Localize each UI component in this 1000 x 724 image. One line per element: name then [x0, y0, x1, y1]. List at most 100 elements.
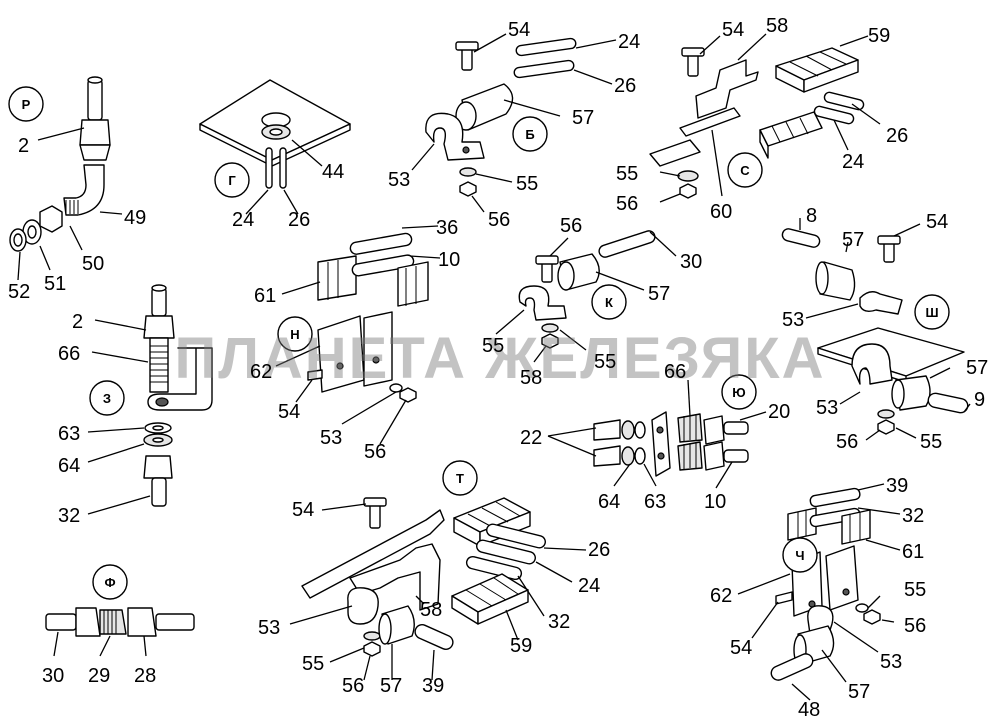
callout: 29: [88, 665, 110, 687]
callout: 66: [58, 343, 80, 365]
callout: 54: [926, 211, 948, 233]
callout: 32: [58, 505, 80, 527]
callout: 54: [278, 401, 300, 423]
callout: 26: [288, 209, 310, 231]
callout: 36: [436, 217, 458, 239]
callout: 57: [572, 107, 594, 129]
group-label-t: Т: [456, 471, 464, 486]
callout: 55: [516, 173, 538, 195]
group-label-n: Н: [290, 327, 299, 342]
callout: 55: [594, 351, 616, 373]
group-label-k: К: [605, 295, 613, 310]
callout: 24: [578, 575, 600, 597]
callout: 10: [438, 249, 460, 271]
group-label-b: Б: [525, 127, 534, 142]
callout: 53: [880, 651, 902, 673]
callout: 57: [842, 229, 864, 251]
callout: 32: [902, 505, 924, 527]
callout: 48: [798, 699, 820, 721]
callout: 63: [644, 491, 666, 513]
callout: 24: [842, 151, 864, 173]
group-label-yu: Ю: [732, 385, 745, 400]
group-k: [495, 230, 677, 363]
group-label-z: З: [103, 391, 111, 406]
callout: 54: [508, 19, 530, 41]
callouts: 2 49 50 51 52 2 66 63 64 32 30 29 28 44 …: [8, 15, 988, 721]
group-f: [45, 607, 195, 657]
callout: 26: [588, 539, 610, 561]
callout: 55: [482, 335, 504, 357]
callout: 61: [254, 285, 276, 307]
callout: 55: [920, 431, 942, 453]
callout: 39: [422, 675, 444, 697]
group-g: [199, 79, 351, 215]
callout: 50: [82, 253, 104, 275]
callout: 20: [768, 401, 790, 423]
callout: 30: [680, 251, 702, 273]
callout: 56: [616, 193, 638, 215]
group-z: [87, 284, 213, 515]
callout: 52: [8, 281, 30, 303]
group-yu: [547, 379, 767, 489]
callout: 2: [72, 311, 83, 333]
callout: 10: [704, 491, 726, 513]
callout: 57: [648, 283, 670, 305]
callout: 55: [616, 163, 638, 185]
callout: 2: [18, 135, 29, 157]
callout: 55: [302, 653, 324, 675]
callout: 58: [520, 367, 542, 389]
callout: 8: [806, 205, 817, 227]
group-t: [289, 497, 587, 681]
callout: 56: [560, 215, 582, 237]
callout: 59: [510, 635, 532, 657]
callout: 32: [548, 611, 570, 633]
callout: 62: [710, 585, 732, 607]
group-s: [649, 33, 881, 203]
group-label-s: С: [740, 163, 750, 178]
group-label-g: Г: [228, 173, 236, 188]
group-sh: [781, 218, 971, 441]
callout: 54: [292, 499, 314, 521]
group-r: [9, 76, 123, 281]
callout: 57: [380, 675, 402, 697]
callout: 61: [902, 541, 924, 563]
watermark: ПЛАНЕТА ЖЕЛЕЗЯКА: [175, 326, 826, 391]
callout: 28: [134, 665, 156, 687]
callout: 63: [58, 423, 80, 445]
callout: 57: [966, 357, 988, 379]
callout: 59: [868, 25, 890, 47]
group-b: [411, 33, 617, 213]
callout: 62: [250, 361, 272, 383]
callout: 60: [710, 201, 732, 223]
callout: 57: [848, 681, 870, 703]
callout: 56: [836, 431, 858, 453]
callout: 24: [232, 209, 254, 231]
group-ch: [737, 483, 901, 701]
callout: 66: [664, 361, 686, 383]
callout: 53: [816, 397, 838, 419]
callout: 56: [904, 615, 926, 637]
group-label-f: Ф: [104, 575, 115, 590]
callout: 53: [782, 309, 804, 331]
callout: 39: [886, 475, 908, 497]
group-label-ch: Ч: [795, 548, 804, 563]
callout: 54: [730, 637, 752, 659]
callout: 26: [886, 125, 908, 147]
callout: 44: [322, 161, 344, 183]
callout: 53: [320, 427, 342, 449]
callout: 58: [766, 15, 788, 37]
callout: 51: [44, 273, 66, 295]
callout: 53: [388, 169, 410, 191]
callout: 64: [598, 491, 620, 513]
callout: 24: [618, 31, 640, 53]
group-n: [275, 225, 441, 445]
callout: 56: [488, 209, 510, 231]
callout: 49: [124, 207, 146, 229]
group-label-r: Р: [22, 97, 31, 112]
callout: 26: [614, 75, 636, 97]
callout: 64: [58, 455, 80, 477]
callout: 53: [258, 617, 280, 639]
callout: 55: [904, 579, 926, 601]
callout: 56: [364, 441, 386, 463]
